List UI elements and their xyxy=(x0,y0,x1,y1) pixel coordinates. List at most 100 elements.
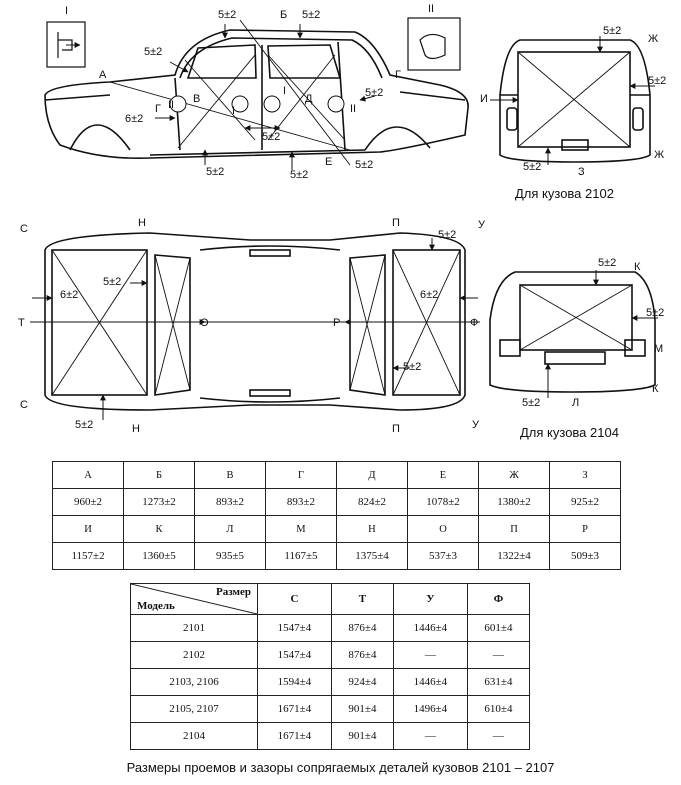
table-cell: 601±4 xyxy=(466,614,531,642)
inset-i-label: I xyxy=(65,5,68,17)
table-row: 2101 1547±4 876±4 1446±4 601±4 xyxy=(130,614,531,642)
rear-2102-letter-zh2: Ж xyxy=(654,149,664,161)
top-gap-3: 5±2 xyxy=(75,419,93,431)
side-letter-a: А xyxy=(99,69,107,81)
table-cell: 1547±4 xyxy=(257,614,332,642)
roman-ii-1: II xyxy=(168,99,174,111)
rear-2102-gap-bottom: 5±2 xyxy=(523,161,541,173)
roman-i-1: I xyxy=(232,105,235,117)
dims-cell: П xyxy=(478,515,551,543)
side-letter-v: В xyxy=(193,93,200,105)
model-name: 2103, 2106 xyxy=(130,668,258,696)
table-cell: 924±4 xyxy=(330,668,394,696)
side-letter-b: Б xyxy=(280,9,287,21)
side-gap-4: 6±2 xyxy=(125,113,143,125)
dims-cell: А xyxy=(51,461,125,489)
col-header: С xyxy=(257,583,332,615)
col-header: Т xyxy=(330,583,394,615)
side-gap-8: 5±2 xyxy=(355,159,373,171)
side-letter-e: Е xyxy=(325,156,332,168)
rear-2102-letter-i: И xyxy=(480,93,488,105)
dims-row-headers-2: И К Л М Н О П Р xyxy=(51,515,621,543)
model-table: Размер Модель С Т У Ф 2101 1547±4 876±4 … xyxy=(130,583,531,750)
table-cell: 1446±4 xyxy=(392,614,468,642)
dims-row-headers-1: А Б В Г Д Е Ж З xyxy=(51,461,621,489)
header-size-label: Размер xyxy=(216,586,251,598)
dims-cell: Г xyxy=(264,461,337,489)
dims-row-values-2: 1157±2 1360±5 935±5 1167±5 1375±4 537±3 … xyxy=(51,542,621,570)
top-gap-2: 5±2 xyxy=(103,276,121,288)
dims-cell: 537±3 xyxy=(406,542,480,570)
top-letter-r: Р xyxy=(333,317,340,329)
table-cell: 1671±4 xyxy=(257,695,332,723)
rear-2104-letter-m: М xyxy=(654,343,663,355)
side-letter-g2: Г xyxy=(395,69,401,81)
rear-2104-gap-top: 5±2 xyxy=(598,257,616,269)
dims-cell: 925±2 xyxy=(549,488,621,516)
table-cell: 1496±4 xyxy=(392,695,468,723)
figure-caption: Размеры проемов и зазоры сопрягаемых дет… xyxy=(126,760,555,775)
top-gap-6: 5±2 xyxy=(403,361,421,373)
side-gap-2: 5±2 xyxy=(302,9,320,21)
dims-cell: К xyxy=(123,515,196,543)
top-letter-s1: С xyxy=(20,223,28,235)
dims-cell: Ж xyxy=(478,461,551,489)
table-cell: — xyxy=(466,722,531,750)
dims-cell: 1380±2 xyxy=(478,488,551,516)
table-cell: 1671±4 xyxy=(257,722,332,750)
rear-2104-letter-k2: К xyxy=(652,383,659,395)
side-gap-6: 5±2 xyxy=(206,166,224,178)
dims-cell: 1360±5 xyxy=(123,542,196,570)
roman-ii-2: II xyxy=(350,103,356,115)
rear-2104-caption: Для кузова 2104 xyxy=(520,425,619,440)
top-letter-p2: П xyxy=(392,423,400,435)
rear-2104-gap-bottom: 5±2 xyxy=(522,397,540,409)
table-row: 2102 1547±4 876±4 — — xyxy=(130,641,531,669)
model-size-header-cell: Размер Модель xyxy=(130,583,258,615)
table-cell: 631±4 xyxy=(466,668,531,696)
dims-cell: 1157±2 xyxy=(51,542,125,570)
dims-cell: М xyxy=(264,515,337,543)
dims-cell: 1375±4 xyxy=(335,542,408,570)
dims-cell: 1322±4 xyxy=(478,542,551,570)
side-gap-5: 5±2 xyxy=(365,87,383,99)
top-letter-n1: Н xyxy=(138,217,146,229)
side-gap-9: 5±2 xyxy=(262,131,280,143)
rear-2102-letter-z: З xyxy=(578,166,585,178)
header-model-label: Модель xyxy=(137,600,175,612)
side-letter-d: Д xyxy=(305,93,313,105)
dimensions-table: А Б В Г Д Е Ж З 960±2 1273±2 893±2 893±2… xyxy=(51,461,621,570)
dims-cell: З xyxy=(549,461,621,489)
dims-cell: 509±3 xyxy=(549,542,621,570)
side-view-car xyxy=(44,29,469,160)
table-cell: — xyxy=(392,722,468,750)
rear-2104-letter-k1: К xyxy=(634,261,641,273)
top-letter-u2: У xyxy=(472,419,480,431)
dims-cell: Д xyxy=(335,461,408,489)
dims-cell: 935±5 xyxy=(194,542,266,570)
col-header: Ф xyxy=(466,583,531,615)
body-diagram: А Б В Г Д Е Г 5±2 5±2 5±2 6±2 5±2 5±2 5±… xyxy=(18,3,666,440)
dims-cell: 1273±2 xyxy=(123,488,196,516)
dims-cell: В xyxy=(194,461,266,489)
top-view-car xyxy=(44,232,466,411)
top-gap-5: 6±2 xyxy=(420,289,438,301)
table-cell: 876±4 xyxy=(330,641,394,669)
side-gap-1: 5±2 xyxy=(218,9,236,21)
table-row: 2104 1671±4 901±4 — — xyxy=(130,722,531,750)
dims-cell: Е xyxy=(406,461,480,489)
rear-2102-gap-top: 5±2 xyxy=(603,25,621,37)
rear-view-2104 xyxy=(489,271,656,393)
dims-cell: Р xyxy=(549,515,621,543)
col-header: У xyxy=(392,583,468,615)
header-diagonal xyxy=(131,584,257,614)
rear-2102-letter-zh1: Ж xyxy=(648,33,658,45)
rear-2102-caption: Для кузова 2102 xyxy=(515,186,614,201)
table-cell: 876±4 xyxy=(330,614,394,642)
rear-2102-gap-right: 5±2 xyxy=(648,75,666,87)
inset-i: I xyxy=(46,5,86,68)
top-letter-n2: Н xyxy=(132,423,140,435)
table-cell: — xyxy=(466,641,531,669)
dims-cell: Б xyxy=(123,461,196,489)
top-gap-1: 6±2 xyxy=(60,289,78,301)
